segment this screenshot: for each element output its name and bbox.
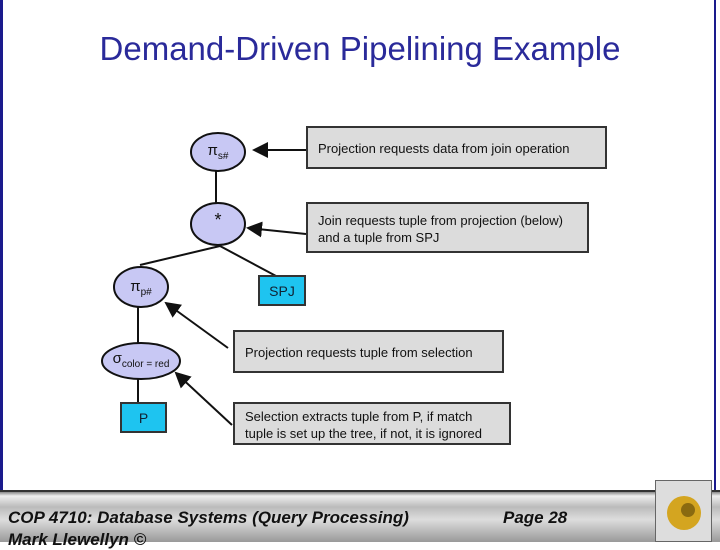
edge-join-proj	[139, 245, 221, 266]
proj-label: πp#	[130, 278, 152, 298]
note-3: Projection requests tuple from selection	[233, 330, 504, 373]
node-sel	[101, 342, 181, 380]
note-1: Projection requests data from join opera…	[306, 126, 607, 169]
footer-page: Page 28	[503, 508, 568, 527]
leaf-spj: SPJ	[258, 275, 306, 306]
arrow-3	[164, 301, 229, 349]
ucf-pegasus-logo	[655, 480, 712, 542]
note-2: Join requests tuple from projection (bel…	[306, 202, 589, 253]
arrow-2	[246, 221, 307, 238]
node-proj	[113, 266, 169, 308]
edge-join-spj	[219, 245, 277, 277]
node-join	[190, 202, 246, 246]
node-root	[190, 132, 246, 172]
slide-frame	[0, 0, 716, 490]
arrow-4	[174, 371, 233, 426]
leaf-p: P	[120, 402, 167, 433]
note-4: Selection extracts tuple from P, if matc…	[233, 402, 511, 445]
slide-title: Demand-Driven Pipelining Example	[99, 30, 621, 67]
sel-label: σcolor = red	[112, 350, 170, 370]
root-label: πs#	[207, 142, 229, 162]
join-label: *	[214, 210, 222, 230]
footer-course: COP 4710: Database Systems (Query Proces…	[8, 508, 409, 527]
footer-bar	[0, 490, 720, 542]
footer-author: Mark Llewellyn ©	[8, 530, 147, 549]
